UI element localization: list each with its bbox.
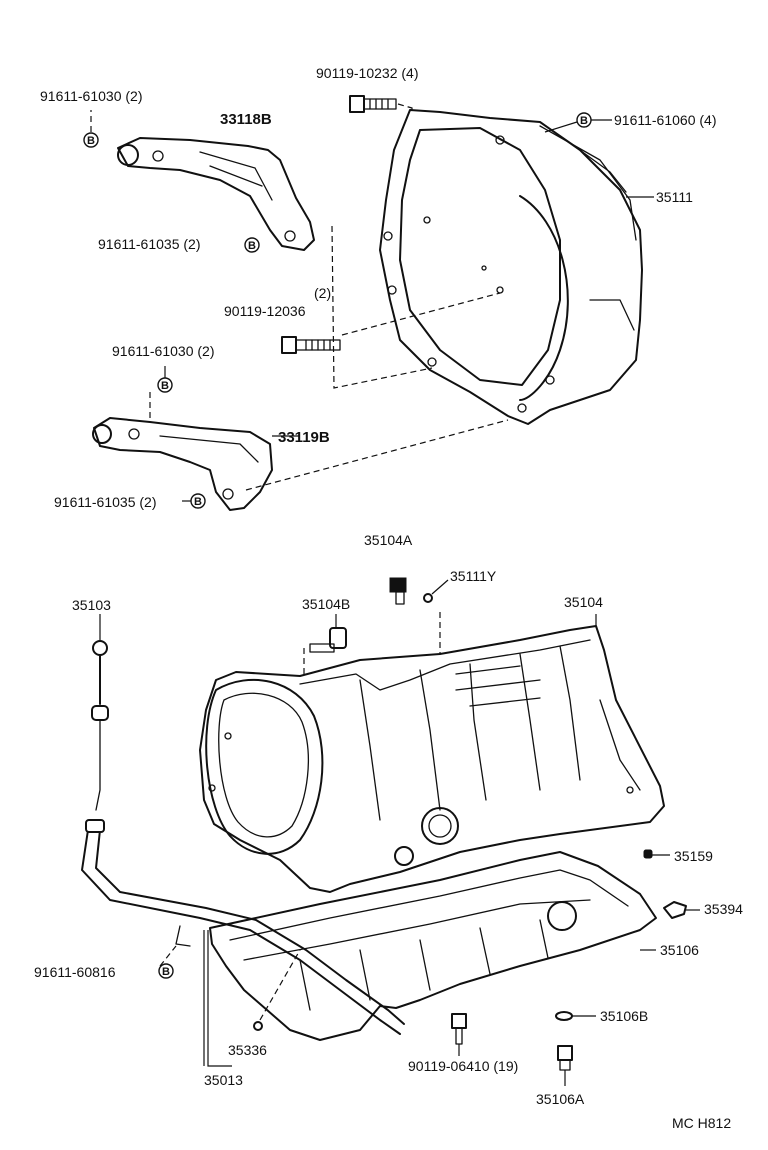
label-91611-61035-top: 91611-61035 (2) — [98, 236, 200, 252]
gasket-35394 — [663, 901, 687, 919]
label-35106a: 35106A — [536, 1091, 585, 1107]
footer-code: MC H812 — [672, 1115, 731, 1131]
svg-text:B: B — [194, 496, 202, 508]
label-90119-10232: 90119-10232 (4) — [316, 65, 418, 81]
plug-35159 — [643, 849, 653, 859]
bolt-90119-12036 — [281, 336, 341, 354]
label-90119-06410: 90119-06410 (19) — [408, 1058, 518, 1074]
label-35106b: 35106B — [600, 1008, 648, 1024]
label-35111: 35111 — [656, 189, 693, 205]
svg-text:B: B — [161, 380, 169, 392]
bell-housing-35111 — [379, 109, 643, 425]
filler-tube — [81, 819, 405, 1035]
bolt-90119-06410 — [451, 1013, 467, 1045]
svg-text:B: B — [580, 115, 588, 127]
label-qty-90119-12036: (2) — [314, 285, 331, 301]
label-35103: 35103 — [72, 597, 111, 613]
bolt-90119-10232 — [349, 95, 397, 113]
label-35013: 35013 — [204, 1072, 243, 1088]
svg-text:B: B — [248, 240, 256, 252]
label-91611-61060: 91611-61060 (4) — [614, 112, 716, 128]
bracket-33118b — [117, 137, 315, 251]
bolt-badge-60816: B — [158, 963, 174, 979]
bolt-badge-61035-mid: B — [190, 493, 206, 509]
label-35106: 35106 — [660, 942, 699, 958]
oil-pan-35106 — [209, 851, 657, 1041]
label-35394: 35394 — [704, 901, 743, 917]
bolt-badge-61035-top: B — [244, 237, 260, 253]
label-35336: 35336 — [228, 1042, 267, 1058]
union-35104b — [309, 627, 347, 653]
breather-35104a — [389, 577, 407, 605]
label-35104: 35104 — [564, 594, 603, 610]
label-33118b: 33118B — [220, 111, 272, 128]
bolt-badge-top: B — [83, 132, 99, 148]
label-91611-60816: 91611-60816 — [34, 964, 116, 980]
bracket-33119b — [92, 417, 273, 511]
label-35104b: 35104B — [302, 596, 350, 612]
label-90119-12036: 90119-12036 — [224, 303, 306, 319]
transmission-case-35104 — [199, 625, 665, 893]
bolt-badge-61060: B — [576, 112, 592, 128]
label-91611-61030-mid: 91611-61030 (2) — [112, 343, 214, 359]
gasket-35106b — [555, 1011, 573, 1021]
svg-text:B: B — [162, 966, 170, 978]
label-91611-61035-mid: 91611-61035 (2) — [54, 494, 156, 510]
dipstick-35103 — [91, 640, 109, 811]
o-ring-35111y — [423, 593, 433, 603]
label-91611-61030-top: 91611-61030 (2) — [40, 88, 142, 104]
label-35111y: 35111Y — [450, 568, 497, 584]
drain-plug-35106a — [557, 1045, 573, 1071]
bolt-badge-mid: B — [157, 377, 173, 393]
label-33119b: 33119B — [278, 429, 330, 446]
svg-text:B: B — [87, 135, 95, 147]
label-35159: 35159 — [674, 848, 713, 864]
label-35104a: 35104A — [364, 532, 413, 548]
o-ring-35336 — [253, 1021, 263, 1031]
